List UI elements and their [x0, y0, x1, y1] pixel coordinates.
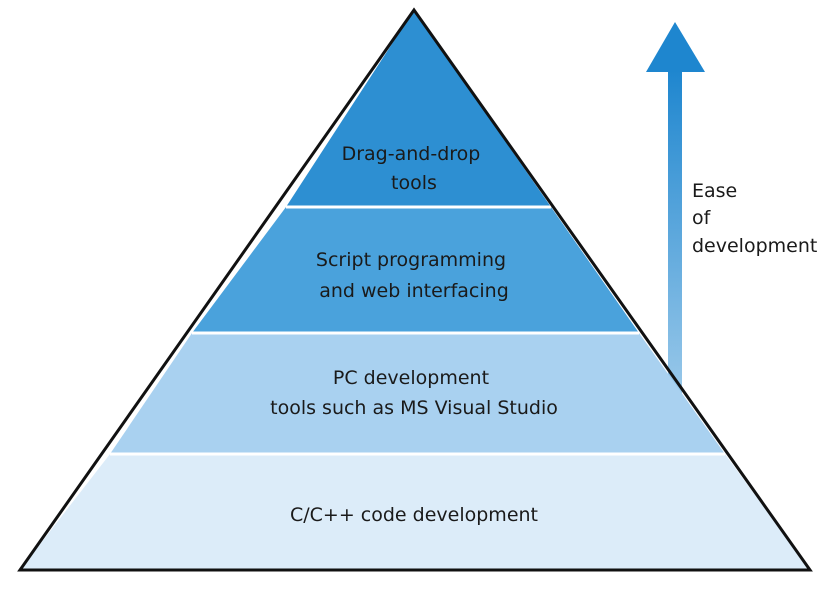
- tier-label-drag-and-drop: Drag-and-drop tools: [342, 143, 487, 194]
- tier-label-c-cpp-code: C/C++ code development: [290, 504, 538, 526]
- pyramid-tier-second-fill: [192, 207, 639, 333]
- tier-label-pc-development: PC development tools such as MS Visual S…: [270, 367, 558, 419]
- tier-label-line: and web interfacing: [319, 280, 509, 302]
- pyramid: Drag-and-drop tools Script programming a…: [17, 7, 813, 572]
- ease-of-development-label: Ease of development: [692, 180, 817, 257]
- pyramid-tier-top-fill: [286, 10, 551, 207]
- tier-label-line: C/C++ code development: [290, 504, 538, 526]
- pyramid-tier-third-fill: [110, 333, 725, 454]
- pyramid-outline: [17, 7, 813, 572]
- tier-label-line: Script programming: [316, 249, 506, 271]
- pyramid-tier-bottom-fill: [20, 454, 810, 570]
- arrow-head-icon: [646, 22, 705, 72]
- ease-label-line: development: [692, 235, 817, 257]
- tier-label-line: tools such as MS Visual Studio: [270, 397, 558, 419]
- tier-label-line: tools: [391, 172, 437, 194]
- tier-label-script-programming: Script programming and web interfacing: [316, 249, 512, 302]
- ease-label-line: Ease: [692, 180, 737, 202]
- tier-label-line: PC development: [333, 367, 489, 389]
- ease-label-line: of: [692, 207, 712, 229]
- tier-label-line: Drag-and-drop: [342, 143, 481, 165]
